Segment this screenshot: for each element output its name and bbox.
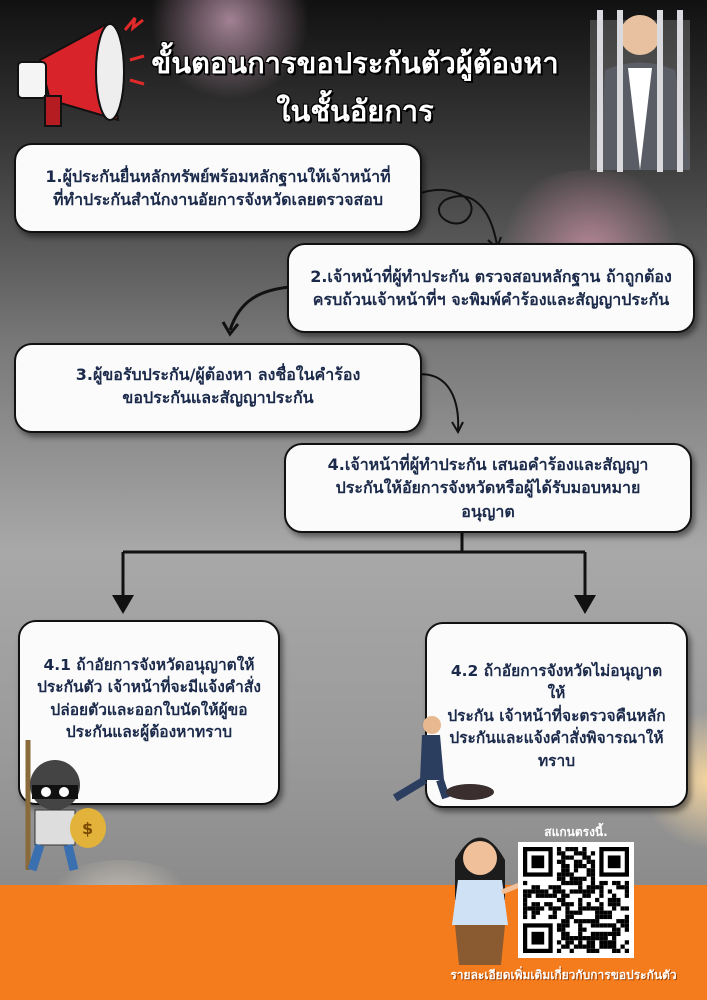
step-text: 4.เจ้าหน้าที่ผู้ทำประกัน เสนอคำร้องและสั… <box>327 455 649 475</box>
qr-caption: สแกนตรงนี้. <box>544 825 608 839</box>
title-line-1: ขั้นตอนการขอประกันตัวผู้ต้องหา <box>151 46 559 80</box>
qr-code-pattern <box>523 847 629 953</box>
step-text: ขอประกันและสัญญาประกัน <box>122 388 314 408</box>
step-text: ประกันและผู้ต้องหาทราบ <box>65 723 233 742</box>
step-text: ทราบ <box>537 751 576 770</box>
step-text: ปล่อยตัวและออกใบนัดให้ผู้ขอ <box>50 700 248 719</box>
step-text: 2.เจ้าหน้าที่ผู้ทำประกัน ตรวจสอบหลักฐาน … <box>310 266 672 286</box>
title-line-2: ในชั้นอัยการ <box>276 94 434 128</box>
woman-presenter-icon <box>452 837 523 965</box>
arrow-2-to-3 <box>228 285 291 331</box>
megaphone-icon <box>17 17 145 127</box>
step-text: ประกันและแจ้งคำสั่งพิจารณาให้ <box>449 729 664 748</box>
thief-icon: $ <box>25 740 106 872</box>
step-4-2-box: 4.2 ถ้าอัยการจังหวัดไม่อนุญาตให้ประกัน เ… <box>425 622 688 808</box>
qr-code[interactable] <box>518 842 634 958</box>
footer-text: รายละเอียดเพิ่มเติมเกี่ยวกับการขอประกันต… <box>450 968 677 982</box>
step-text: อนุญาต <box>461 501 515 521</box>
step-1-box: 1.ผู้ประกันยื่นหลักทรัพย์พร้อมหลักฐานให้… <box>14 143 422 233</box>
arrow-down-left <box>112 595 134 614</box>
step-text: ประกันตัว เจ้าหน้าที่จะมีแจ้งคำสั่ง <box>37 678 261 697</box>
step-text: 3.ผู้ขอรับประกัน/ผู้ต้องหา ลงชื่อในคำร้อ… <box>75 365 361 384</box>
step-text: ครบถ้วนเจ้าหน้าที่ฯ จะพิมพ์คำร้องและสัญญ… <box>312 290 670 309</box>
svg-text:$: $ <box>82 819 93 838</box>
step-text: 4.2 ถ้าอัยการจังหวัดไม่อนุญาตให้ <box>450 662 663 703</box>
step-text: ประกันให้อัยการจังหวัดหรือผู้ได้รับมอบหม… <box>335 478 641 498</box>
step-text: ประกัน เจ้าหน้าที่จะตรวจคืนหลัก <box>447 706 666 725</box>
step-text: 1.ผู้ประกันยื่นหลักทรัพย์พร้อมหลักฐานให้… <box>45 166 391 186</box>
arrow-1-to-2 <box>409 189 498 246</box>
prisoner-icon <box>590 10 690 172</box>
step-4-box: 4.เจ้าหน้าที่ผู้ทำประกัน เสนอคำร้องและสั… <box>284 443 692 533</box>
step-2-box: 2.เจ้าหน้าที่ผู้ทำประกัน ตรวจสอบหลักฐาน … <box>287 243 695 333</box>
police-officer-icon <box>392 716 494 802</box>
branch-connector <box>121 533 587 598</box>
step-text: ที่ทำประกันสำนักงานอัยการจังหวัดเลยตรวจส… <box>52 190 384 209</box>
step-text: 4.1 ถ้าอัยการจังหวัดอนุญาตให้ <box>43 656 255 674</box>
step-3-box: 3.ผู้ขอรับประกัน/ผู้ต้องหา ลงชื่อในคำร้อ… <box>14 343 422 433</box>
arrow-down-right <box>574 595 596 614</box>
